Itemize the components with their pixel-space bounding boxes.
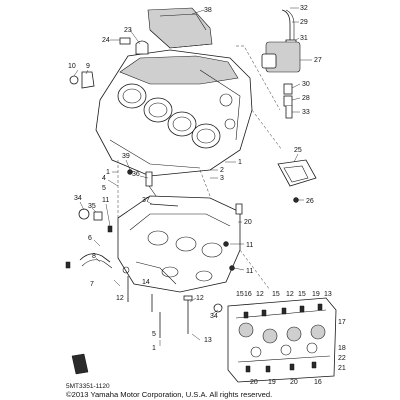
callout-34: 34 [74,195,82,202]
callout-29: 29 [300,19,308,26]
callout-11: 11 [102,197,109,204]
callout-1-left: 1 [106,169,110,176]
callout-24: 24 [102,37,110,44]
callout-12-left: 12 [116,295,124,302]
callout-26: 26 [306,198,314,205]
part-code-label: 5MT3351-1120 [66,383,110,390]
callout-33: 33 [302,109,310,116]
callout-25: 25 [294,147,302,154]
callout-3: 3 [220,175,224,182]
copyright-text: ©2013 Yamaha Motor Corporation, U.S.A. A… [66,390,272,399]
upper-crankcase-part [95,49,253,177]
callout-7: 7 [90,281,94,288]
callout-30: 30 [302,81,310,88]
leader-lines [73,7,312,346]
callout-16-a: 16 [244,291,252,298]
callout-17: 17 [338,319,346,326]
callout-13-a: 13 [324,291,332,298]
callout-10: 10 [68,63,76,70]
callout-20-b: 20 [290,379,298,386]
callout-23: 23 [124,27,132,34]
crankcase-cover-part [147,7,213,49]
callout-35: 35 [88,203,96,210]
diagram-footer: 5MT3351-1120 ©2013 Yamaha Motor Corporat… [66,353,272,399]
callout-5-lower: 5 [152,331,156,338]
callout-1-upper: 1 [238,159,242,166]
callout-12-mid: 12 [196,295,204,302]
callout-20-c: 20 [250,379,258,386]
callout-31: 31 [300,35,308,42]
crankcase-bolt-pattern-part [227,297,337,383]
callout-36: 36 [132,171,140,178]
callout-14: 14 [142,279,150,286]
callout-2: 2 [220,167,224,174]
lower-crankcase-part [117,195,241,293]
callout-11-right: 11 [246,242,253,249]
callout-27: 27 [314,57,322,64]
callout-37: 37 [142,197,150,204]
callout-labels: 38 32 29 31 27 30 28 33 24 23 10 9 25 26… [68,5,346,386]
strainer-cover-part [277,159,317,203]
callout-12-a: 12 [256,291,264,298]
hardware-items [65,37,243,338]
callout-5: 5 [102,185,106,192]
callout-8: 8 [92,253,96,260]
callout-22: 22 [338,355,346,362]
breather-hose-assembly [261,9,301,119]
assembly-lines [117,45,283,291]
callout-39: 39 [122,153,130,160]
callout-4: 4 [102,175,106,182]
callout-15-a: 15 [236,291,244,298]
callout-18: 18 [338,345,346,352]
callout-9: 9 [86,63,90,70]
callout-13: 13 [204,337,212,344]
callout-11-right2: 11 [246,268,253,275]
callout-1-lower: 1 [152,345,156,352]
callout-19-a: 19 [312,291,320,298]
callout-21: 21 [338,365,346,372]
callout-6: 6 [88,235,92,242]
callout-20: 20 [244,219,252,226]
callout-28: 28 [302,95,310,102]
callout-16-b: 16 [314,379,322,386]
callout-32: 32 [300,5,308,12]
callout-15-c: 15 [298,291,306,298]
callout-19-b: 19 [268,379,276,386]
callout-15-b: 15 [272,291,280,298]
callout-12-b: 12 [286,291,294,298]
callout-34-lower: 34 [210,313,218,320]
callout-38: 38 [204,7,212,14]
